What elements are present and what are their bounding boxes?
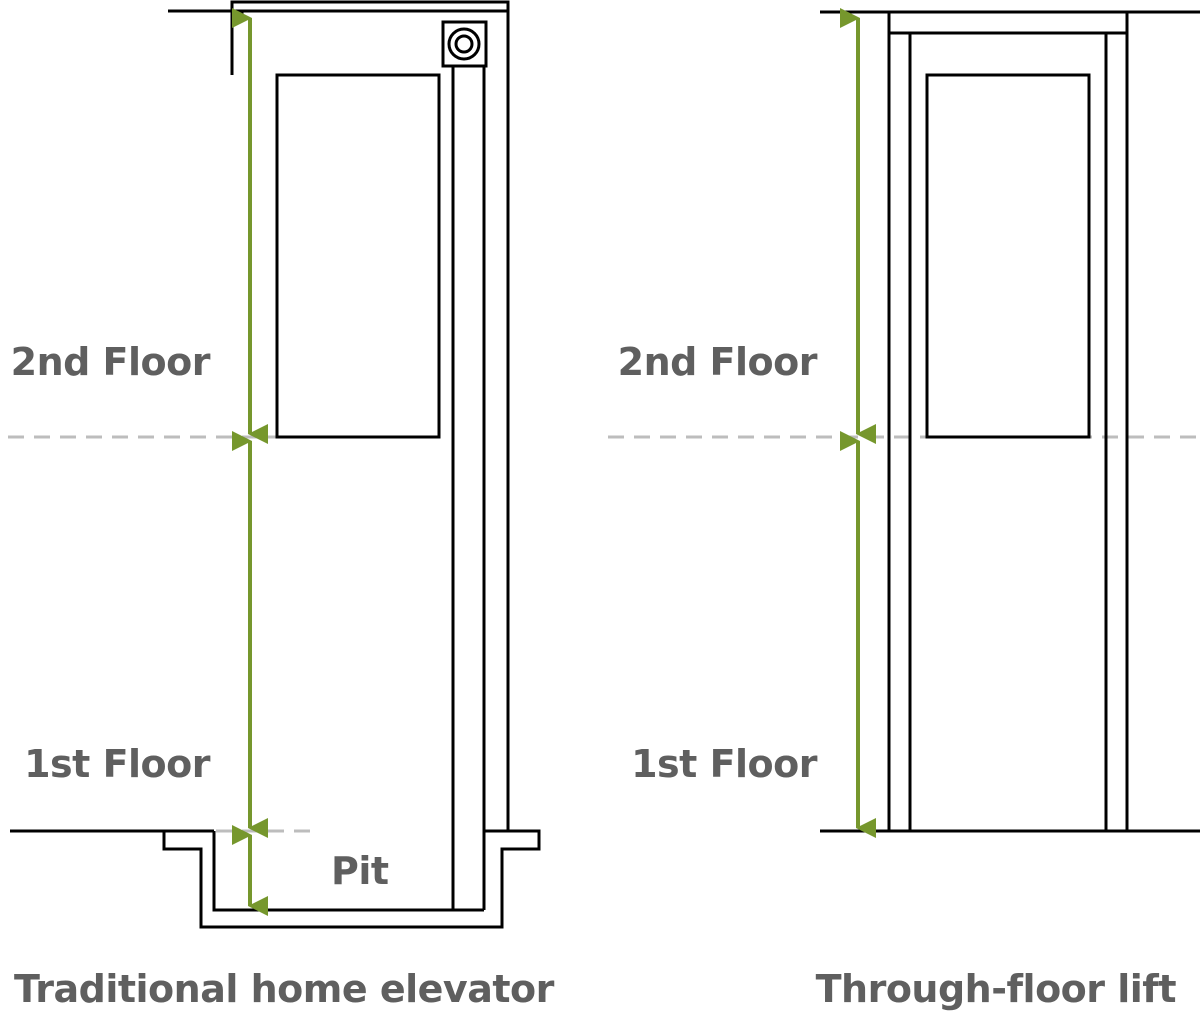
pit-outer bbox=[162, 829, 541, 929]
dimension-arrows bbox=[232, 8, 876, 916]
pit-inner bbox=[212, 831, 484, 912]
pit-label: Pit bbox=[331, 849, 389, 893]
pulley-box bbox=[441, 20, 488, 68]
right-2nd-floor-label: 2nd Floor bbox=[617, 340, 818, 384]
traditional-elevator-caption: Traditional home elevator bbox=[14, 967, 554, 1011]
pulley-outer bbox=[447, 27, 481, 61]
pulley-inner bbox=[454, 34, 474, 54]
cab-door bbox=[275, 73, 441, 439]
through-floor-lift-drawing bbox=[820, 10, 1200, 833]
through-floor-lift-caption: Through-floor lift bbox=[815, 967, 1177, 1011]
right-1st-floor-label: 1st Floor bbox=[631, 742, 817, 786]
lift-door bbox=[925, 73, 1091, 439]
left-2nd-floor-label: 2nd Floor bbox=[10, 340, 211, 384]
shaft-top-left-wall bbox=[230, 0, 510, 830]
left-1st-floor-label: 1st Floor bbox=[24, 742, 210, 786]
traditional-elevator-drawing bbox=[10, 0, 541, 929]
